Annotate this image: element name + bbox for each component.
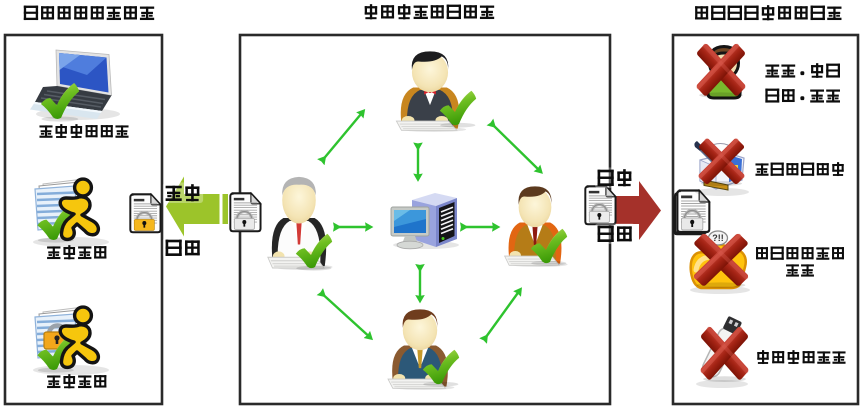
svg-text:?!!: ?!! — [712, 233, 724, 243]
